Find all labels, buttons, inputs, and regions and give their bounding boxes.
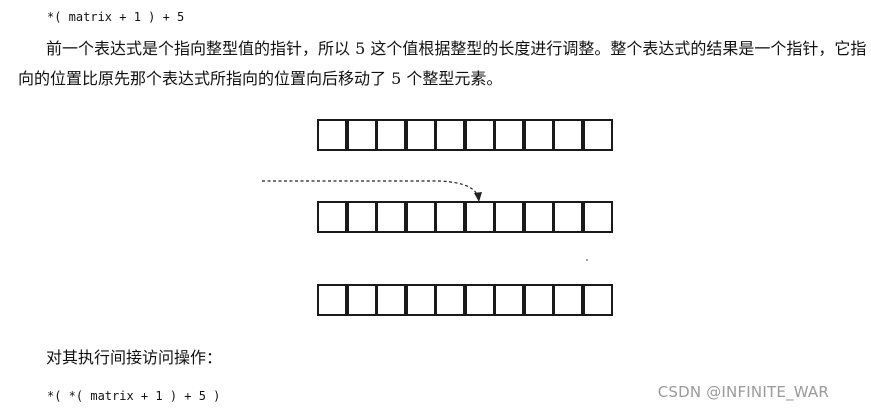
matrix-cell <box>583 284 613 316</box>
matrix-cell <box>583 119 613 151</box>
matrix-cell <box>494 284 524 316</box>
scan-speck <box>586 259 588 261</box>
indirection-label: 对其执行间接访问操作： <box>46 348 223 367</box>
matrix-cell <box>317 201 347 233</box>
matrix-cell <box>465 119 495 151</box>
matrix-cell <box>524 201 554 233</box>
matrix-cell <box>406 119 436 151</box>
matrix-cell <box>376 201 406 233</box>
matrix-cell <box>406 201 436 233</box>
pointer-arrow-line <box>262 180 479 199</box>
matrix-cell <box>494 201 524 233</box>
matrix-cell <box>376 284 406 316</box>
matrix-cell <box>347 201 377 233</box>
matrix-cell <box>317 119 347 151</box>
matrix-cell <box>465 201 495 233</box>
matrix-cell <box>583 201 613 233</box>
matrix-cell <box>465 284 495 316</box>
matrix-cell <box>553 119 583 151</box>
matrix-cell <box>347 119 377 151</box>
paragraph-explanation: 前一个表达式是个指向整型值的指针，所以 5 这个值根据整型的长度进行调整。整个表… <box>18 34 868 94</box>
matrix-cell <box>317 284 347 316</box>
paragraph-text: 前一个表达式是个指向整型值的指针，所以 5 这个值根据整型的长度进行调整。整个表… <box>18 39 867 88</box>
matrix-cell <box>553 201 583 233</box>
matrix-cell <box>406 284 436 316</box>
matrix-cell <box>435 201 465 233</box>
matrix-row-2 <box>317 201 617 239</box>
code-expression-2: *( *( matrix + 1 ) + 5 ) <box>47 389 221 403</box>
matrix-cell <box>494 119 524 151</box>
matrix-cell <box>524 284 554 316</box>
matrix-row-1 <box>317 119 617 157</box>
matrix-cell <box>524 119 554 151</box>
matrix-row-3 <box>317 284 617 322</box>
matrix-cell <box>347 284 377 316</box>
matrix-cell <box>553 284 583 316</box>
code-expression-1: *( matrix + 1 ) + 5 <box>47 10 185 24</box>
matrix-cell <box>376 119 406 151</box>
matrix-cell <box>435 119 465 151</box>
csdn-watermark: CSDN @INFINITE_WAR <box>657 383 829 401</box>
matrix-cell <box>435 284 465 316</box>
